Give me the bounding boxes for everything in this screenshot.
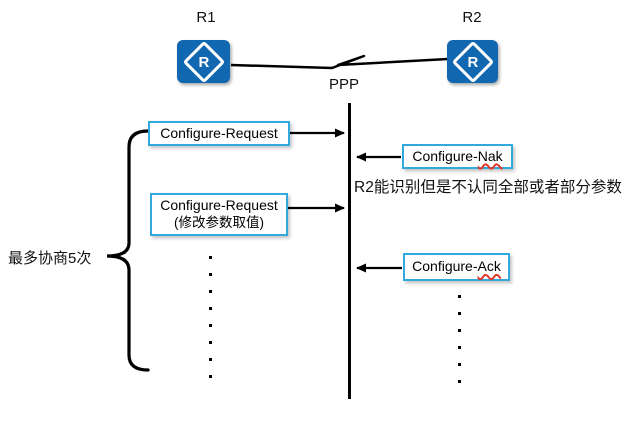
message-label: Configure-Request xyxy=(160,124,278,141)
message-label: Configure-Nak xyxy=(412,148,502,166)
ellipsis-left xyxy=(209,256,212,378)
dot xyxy=(209,273,212,276)
message-label: Configure-Request xyxy=(160,197,278,214)
dot xyxy=(458,363,461,366)
dot xyxy=(209,375,212,378)
serial-link-line xyxy=(230,54,449,70)
message-box-configure-ack: Configure-Ack xyxy=(403,253,510,281)
dot xyxy=(458,329,461,332)
message-label-word-squiggled: Nak xyxy=(477,147,503,164)
message-box-configure-nak: Configure-Nak xyxy=(402,144,513,169)
brace xyxy=(106,129,150,372)
dot xyxy=(458,295,461,298)
dot xyxy=(209,256,212,259)
link-label-ppp: PPP xyxy=(328,76,359,93)
dot xyxy=(209,324,212,327)
message-label-word-squiggled: Ack xyxy=(477,258,501,275)
message-box-configure-request-2: Configure-Request (修改参数取值) xyxy=(150,193,288,236)
ellipsis-right xyxy=(458,295,461,383)
dot xyxy=(209,341,212,344)
dot xyxy=(458,312,461,315)
message-label-prefix: Configure- xyxy=(412,147,478,164)
message-label-prefix: Configure- xyxy=(412,258,478,275)
dot xyxy=(209,358,212,361)
nak-note-text: R2能识别但是不认同全部或者部分参数 xyxy=(354,179,622,196)
device-label-r2: R2 xyxy=(462,9,482,26)
dot xyxy=(209,307,212,310)
router-diamond-icon: R xyxy=(182,40,225,83)
dot xyxy=(458,346,461,349)
router-r1-icon: R xyxy=(177,40,230,83)
router-r2-icon: R xyxy=(447,40,498,83)
router-glyph: R xyxy=(198,53,209,70)
brace-label: 最多协商5次 xyxy=(8,250,92,267)
dot xyxy=(458,380,461,383)
message-sublabel: (修改参数取值) xyxy=(174,214,264,230)
device-label-r1: R1 xyxy=(196,9,216,26)
router-diamond-icon: R xyxy=(451,40,494,83)
message-label: Configure-Ack xyxy=(412,258,501,276)
router-glyph: R xyxy=(467,53,478,70)
dot xyxy=(209,290,212,293)
message-box-configure-request-1: Configure-Request xyxy=(148,121,290,146)
